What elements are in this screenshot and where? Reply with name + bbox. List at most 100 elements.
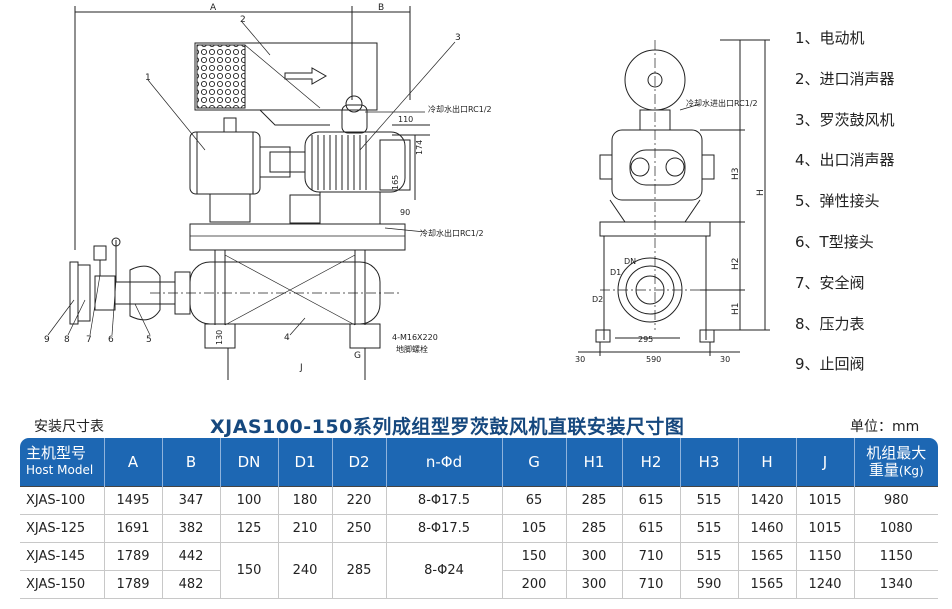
callout-6: 6: [108, 335, 114, 345]
header-host-model-cn: 主机型号: [26, 444, 87, 462]
table-label: 安装尺寸表: [34, 419, 104, 435]
legend-item: 1、电动机: [795, 29, 865, 47]
dim-G: G: [354, 351, 361, 361]
cell-weight: 1150: [854, 542, 938, 571]
dim-D1: D1: [610, 268, 621, 277]
callout-5: 5: [146, 335, 152, 345]
header-J: J: [796, 438, 855, 487]
dim-90: 90: [400, 208, 410, 217]
dimension-table: 主机型号 Host Model A B DN D1 D2 n-Φd G H1 H…: [20, 438, 938, 599]
caption-row: 安装尺寸表 XJAS100-150系列成组型罗茨鼓风机直联安装尺寸图 单位：mm: [0, 412, 952, 438]
dim-H3: H3: [731, 168, 741, 181]
cell-H2: 615: [622, 514, 681, 543]
cell-D1-merged: 240: [278, 542, 333, 599]
cell-H: 1565: [738, 570, 797, 599]
cell-DN: 100: [220, 486, 279, 515]
cell-nd-merged: 8-Φ24: [386, 542, 503, 599]
cell-weight: 1080: [854, 514, 938, 543]
cell-weight: 980: [854, 486, 938, 515]
motor-base: [209, 193, 251, 223]
side-blower: [611, 129, 703, 201]
dim-295: 295: [638, 335, 653, 344]
cell-H1: 300: [566, 542, 623, 571]
dim-H: H: [756, 189, 766, 196]
header-n-phi-d: n-Φd: [386, 438, 503, 487]
legend-item: 6、T型接头: [795, 232, 874, 251]
callout-8: 8: [64, 335, 70, 345]
legend-item: 9、止回阀: [795, 355, 865, 374]
cell-D2: 220: [332, 486, 387, 515]
dim-110: 110: [398, 115, 413, 124]
cell-H2: 615: [622, 486, 681, 515]
cell-B: 347: [162, 486, 221, 515]
legend-item: 5、弹性接头: [795, 192, 880, 211]
inlet-silencer: [194, 42, 378, 111]
dim-130: 130: [215, 330, 224, 345]
header-H: H: [738, 438, 797, 487]
dim-30-left: 30: [575, 355, 585, 364]
cell-J: 1150: [796, 542, 855, 571]
header-A: A: [104, 438, 163, 487]
roots-blower: [304, 131, 406, 193]
cell-model: XJAS-150: [20, 570, 105, 599]
cell-D2-merged: 285: [332, 542, 387, 599]
cell-B: 442: [162, 542, 221, 571]
header-D2: D2: [332, 438, 387, 487]
legend-item: 7、安全阀: [795, 273, 865, 292]
legend-item: 4、出口消声器: [795, 151, 895, 170]
dim-D2: D2: [592, 295, 603, 304]
dim-B: B: [378, 3, 384, 13]
cell-G: 150: [502, 542, 567, 571]
cell-DN-merged: 150: [220, 542, 279, 599]
note-cool-in-side: 冷却水进出口RC1/2: [686, 98, 758, 108]
header-host-model: 主机型号 Host Model: [20, 438, 105, 487]
cell-nd: 8-Φ17.5: [386, 486, 503, 515]
table-row: XJAS-125 1691 382 125 210 250 8-Φ17.5 10…: [20, 514, 938, 543]
cell-nd: 8-Φ17.5: [386, 514, 503, 543]
table-header-row: 主机型号 Host Model A B DN D1 D2 n-Φd G H1 H…: [20, 438, 938, 487]
legend-item: 2、进口消声器: [795, 69, 895, 88]
dim-590: 590: [646, 355, 661, 364]
cell-H: 1420: [738, 486, 797, 515]
header-H1: H1: [566, 438, 623, 487]
dim-H2: H2: [731, 258, 741, 271]
cell-G: 105: [502, 514, 567, 543]
cell-model: XJAS-100: [20, 486, 105, 515]
cell-H3: 515: [680, 542, 739, 571]
cell-DN: 125: [220, 514, 279, 543]
table-row: XJAS-145 1789 442 150 240 285 8-Φ24 150 …: [20, 542, 938, 599]
legend-item: 8、压力表: [795, 314, 865, 333]
header-D1: D1: [278, 438, 333, 487]
unit-label: 单位：mm: [850, 419, 920, 435]
note-bolt-2: 地脚螺栓: [396, 344, 428, 354]
cell-H: 1565: [738, 542, 797, 571]
cell-J: 1015: [796, 486, 855, 515]
note-cool-out-bottom: 冷却水出口RC1/2: [420, 228, 484, 238]
cell-H: 1460: [738, 514, 797, 543]
cell-A: 1495: [104, 486, 163, 515]
table-row: XJAS-100 1495 347 100 180 220 8-Φ17.5 65…: [20, 486, 938, 515]
cell-H1: 285: [566, 514, 623, 543]
cell-A: 1691: [104, 514, 163, 543]
cell-J: 1240: [796, 570, 855, 599]
outlet-pipe: [114, 281, 176, 305]
arrow-icon: [284, 67, 328, 85]
cell-H3: 515: [680, 514, 739, 543]
cell-J: 1015: [796, 514, 855, 543]
cell-H2: 710: [622, 570, 681, 599]
cell-H1: 285: [566, 486, 623, 515]
foot-right: [349, 323, 381, 349]
dim-H1: H1: [731, 303, 741, 316]
cell-B: 482: [162, 570, 221, 599]
callout-9: 9: [44, 335, 50, 345]
header-host-model-en: Host Model: [26, 463, 94, 477]
side-view: [578, 39, 770, 356]
cell-H3: 590: [680, 570, 739, 599]
cell-B: 382: [162, 514, 221, 543]
cell-weight: 1340: [854, 570, 938, 599]
drawing-svg: A B 110 174 165 90 冷却水: [44, 3, 770, 380]
dim-DN: DN: [624, 257, 636, 266]
callout-7: 7: [86, 335, 92, 345]
header-weight-cn: 机组最大: [866, 443, 927, 462]
parts-legend: 1、电动机 2、进口消声器 3、罗茨鼓风机 4、出口消声器 5、弹性接头 6、T…: [795, 28, 945, 395]
